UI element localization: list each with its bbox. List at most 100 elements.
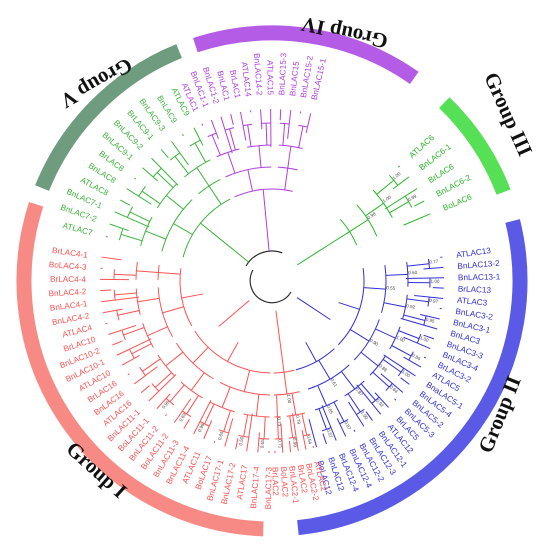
leaf-label: BnLAC4-2 xyxy=(48,287,87,298)
bootstrap-label: 0.86 xyxy=(411,353,422,362)
clade-branch xyxy=(223,410,231,432)
clade-branch xyxy=(114,273,137,276)
clade-branch xyxy=(165,351,184,367)
bootstrap-label: 1.00 xyxy=(360,410,369,421)
tip-branch xyxy=(384,188,418,210)
clade-branch xyxy=(305,342,317,362)
bootstrap-label: 1.00 xyxy=(431,279,440,284)
clade-branch xyxy=(382,359,402,373)
clade-branch xyxy=(407,263,430,267)
clade-branch xyxy=(333,401,345,422)
leaf-label: BnLAC2-1 xyxy=(287,465,300,504)
tip-branch xyxy=(171,141,189,166)
tip-branch xyxy=(400,377,410,385)
tip-branch xyxy=(112,340,123,346)
clade-branch xyxy=(229,128,236,151)
clade-arc xyxy=(427,258,430,269)
clade-arc xyxy=(138,186,146,197)
tip-branch xyxy=(420,314,440,320)
bootstrap-label: 0.96 xyxy=(197,422,206,433)
clade-arc xyxy=(273,391,300,396)
tip-branch xyxy=(347,401,365,427)
leaf-label: BnLAC14-2 xyxy=(252,53,264,96)
tip-branch xyxy=(374,392,389,408)
clade-arc xyxy=(339,219,358,246)
tip-branch xyxy=(213,440,216,444)
leaf-label: ATLAC15 xyxy=(265,60,274,95)
bootstrap-label: 1.00 xyxy=(395,335,406,343)
clade-branch xyxy=(403,314,426,321)
leaf-label: BrLAC2 xyxy=(296,464,309,494)
tip-branch xyxy=(403,356,422,368)
clade-branch xyxy=(276,394,278,417)
bootstrap-label: 1.00 xyxy=(419,335,430,343)
tip-branch xyxy=(288,441,292,453)
tip-branch xyxy=(365,411,373,421)
tip-branch xyxy=(127,373,130,376)
bootstrap-label: 1.00 xyxy=(401,369,412,378)
clade-branch xyxy=(243,414,249,437)
clade-branch xyxy=(258,145,262,168)
clade-branch xyxy=(398,330,420,340)
tip-branch xyxy=(405,277,444,279)
clade-arc xyxy=(157,265,160,280)
bootstrap-label: 0.77 xyxy=(429,259,439,265)
bootstrap-label: 0.97 xyxy=(429,298,439,304)
bootstrap-label: 0.71 xyxy=(277,439,282,449)
clade-branch xyxy=(145,230,167,240)
bootstrap-label: 0.99 xyxy=(407,193,418,202)
tip-branch xyxy=(100,289,112,292)
tip-branch xyxy=(108,324,137,335)
bootstrap-label: 0.87 xyxy=(343,420,352,431)
bootstrap-label: 0.92 xyxy=(375,398,385,408)
tip-branch xyxy=(230,113,234,125)
clade-branch xyxy=(349,329,370,342)
tip-branch xyxy=(353,429,356,432)
leaf-label: ATLAC3 xyxy=(457,296,489,308)
tip-branch xyxy=(121,354,140,366)
tip-branch xyxy=(292,413,299,452)
bootstrap-label: 0.85 xyxy=(326,404,334,415)
clade-branch xyxy=(181,293,204,299)
clade-arc xyxy=(279,122,290,125)
clade-branch xyxy=(283,372,288,395)
bootstrap-label: 0.65 xyxy=(217,430,225,440)
tip-branch xyxy=(414,200,425,207)
clade-branch xyxy=(284,168,289,190)
leaf-label: BnLAC4-1 xyxy=(49,299,88,313)
tip-branch xyxy=(134,177,137,180)
clade-branch xyxy=(190,372,205,391)
tip-branch xyxy=(322,433,327,445)
clade-branch xyxy=(255,394,260,417)
clade-branch xyxy=(156,172,174,188)
clade-arc xyxy=(207,132,217,138)
clade-branch xyxy=(330,231,350,244)
tip-branch xyxy=(308,419,318,448)
clade-arc xyxy=(423,315,427,326)
leaf-label: ATLAC7 xyxy=(62,221,94,238)
clade-branch xyxy=(280,350,285,373)
bootstrap-label: 0.55 xyxy=(386,285,396,291)
clade-branch xyxy=(375,328,396,339)
clade-branch xyxy=(131,343,152,355)
clade-arc xyxy=(238,434,249,438)
bootstrap-label: 1.00 xyxy=(286,394,292,404)
clade-branch xyxy=(247,124,252,147)
tip-branch xyxy=(224,418,234,447)
clade-arc xyxy=(135,288,141,315)
clade-branch xyxy=(141,190,161,205)
tip-branch xyxy=(321,405,337,441)
tip-branch xyxy=(400,317,438,330)
clade-branch xyxy=(211,134,221,156)
group-stem xyxy=(297,242,332,266)
tip-branch xyxy=(423,266,444,270)
group-arc xyxy=(439,97,511,195)
clade-branch xyxy=(318,359,331,380)
leaf-label: BoLAC2 xyxy=(279,466,290,497)
clade-branch xyxy=(265,123,268,146)
clade-branch xyxy=(349,219,369,232)
clade-arc xyxy=(277,166,298,171)
tip-branch xyxy=(380,373,404,393)
clade-arc xyxy=(303,433,311,437)
